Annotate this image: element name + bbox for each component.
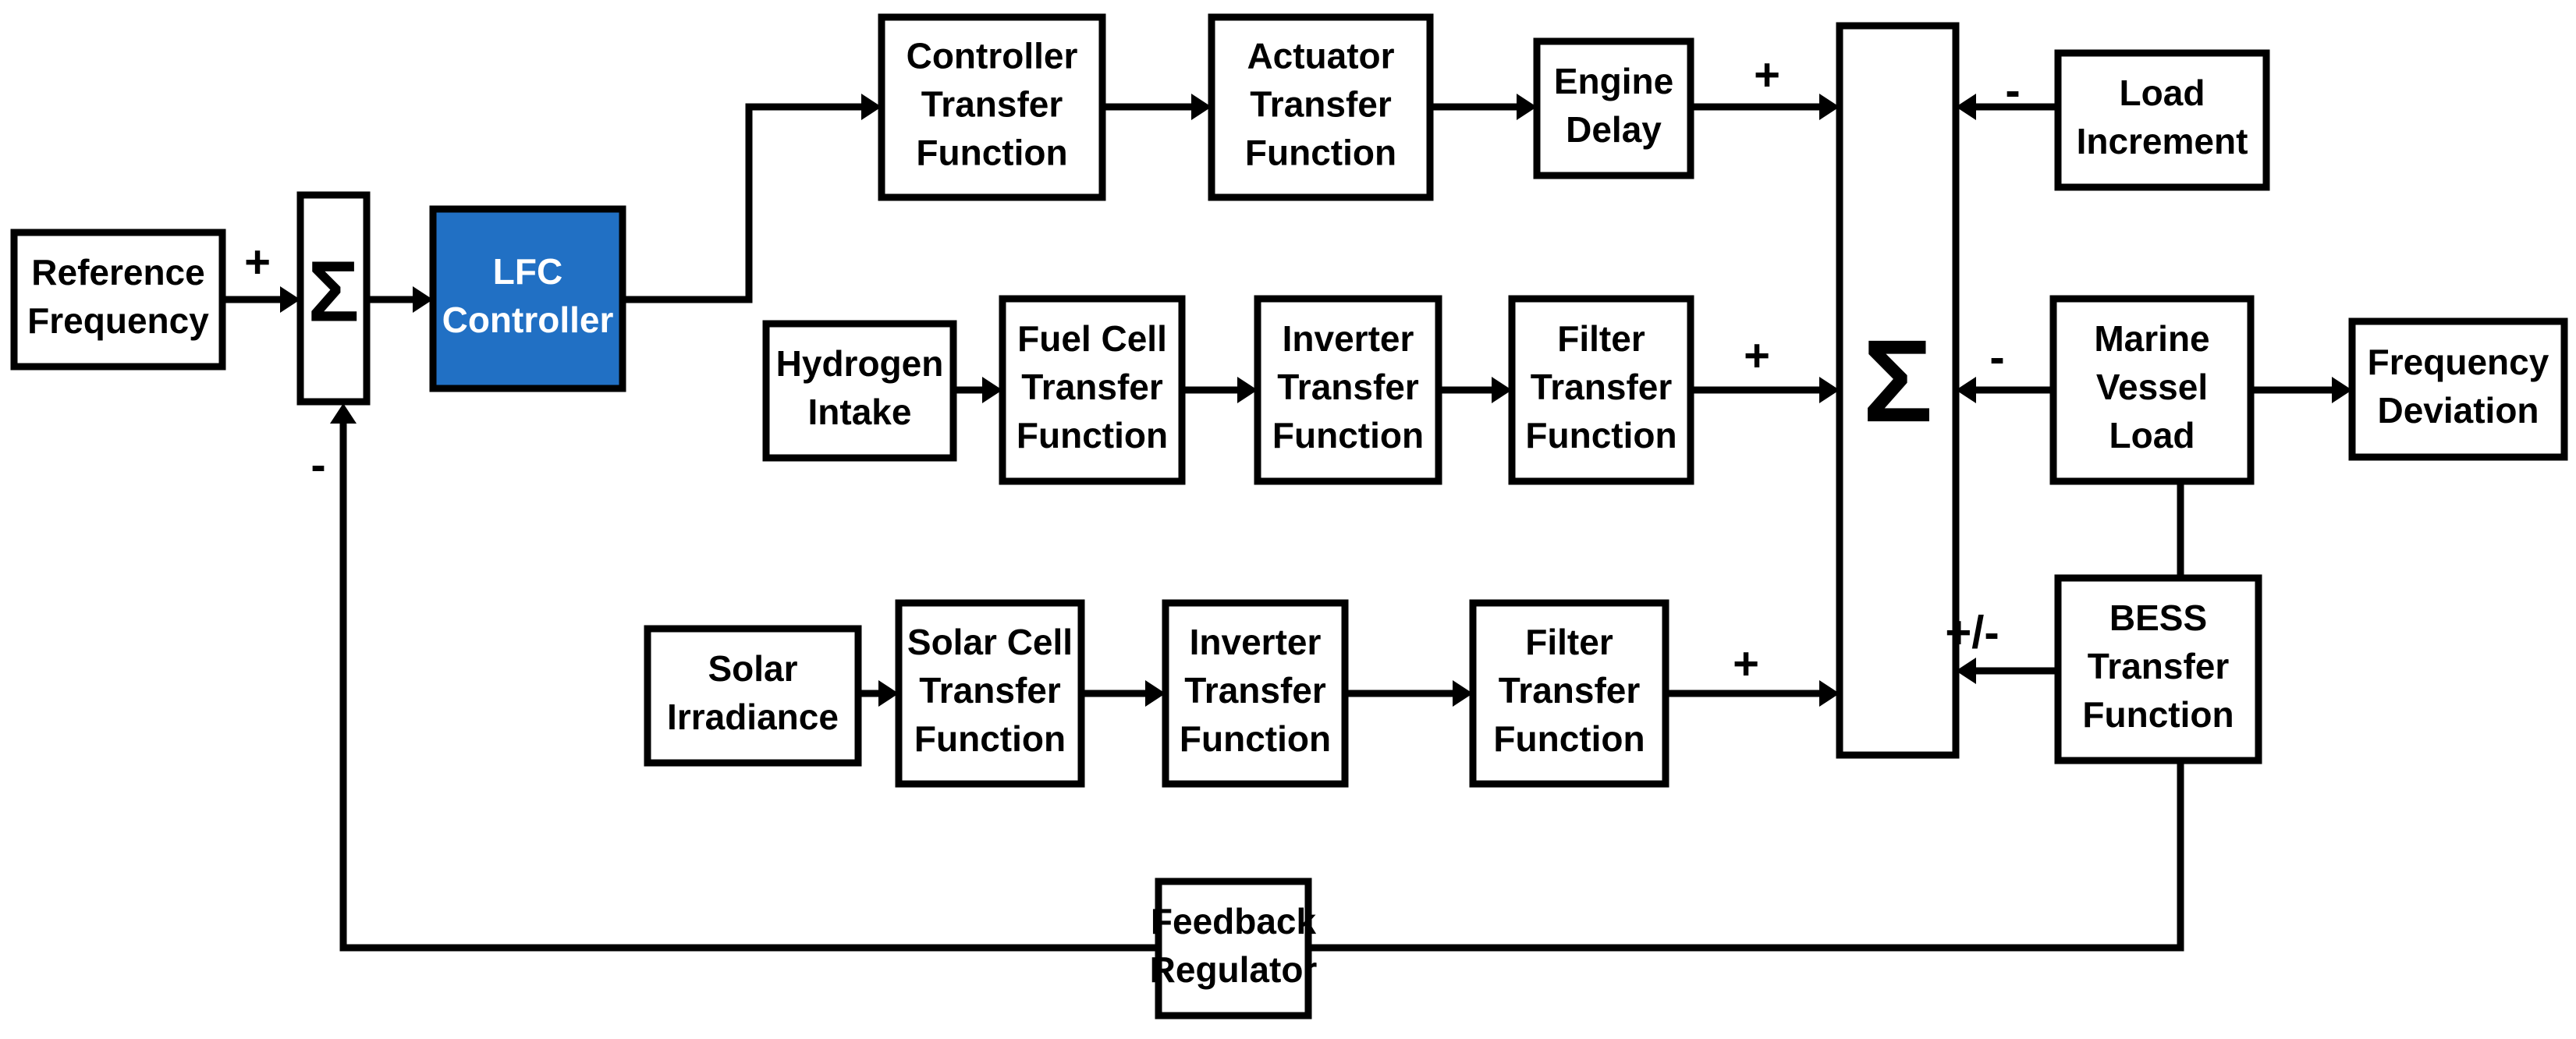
block-left-summer[interactable]: Σ	[296, 191, 371, 406]
block-main-summer[interactable]: Σ	[1836, 22, 1960, 759]
arrowhead-solarcell-to-inverter-bot	[1145, 680, 1166, 707]
arrowhead-fuelcell-to-inverter	[1237, 377, 1258, 403]
sign-bess-plus-minus: +/-	[1945, 607, 1999, 658]
arrowhead-feedback-left-return	[330, 403, 357, 424]
arrowhead-lfc-output-bus	[861, 94, 882, 120]
block-marine-vessel-load-rect	[2049, 295, 2255, 485]
arrowhead-controller-to-actuator	[1191, 94, 1212, 120]
arrowhead-solar-to-solarcell	[878, 680, 899, 707]
block-main-summer-rect	[1836, 22, 1960, 759]
arrowhead-engine-to-main-summer	[1819, 94, 1840, 120]
block-hydrogen-intake-rect	[762, 320, 957, 462]
arrowhead-bess-to-main-summer	[1956, 658, 1976, 684]
block-inverter-transfer-function-bottom-rect	[1162, 599, 1349, 788]
block-solar-irradiance-rect	[644, 625, 862, 767]
block-filter-transfer-function-bottom-rect	[1469, 599, 1669, 788]
block-load-increment-rect	[2054, 49, 2270, 191]
arrowhead-summer-to-lfc	[413, 286, 433, 313]
sign-feedback-minus: -	[310, 439, 325, 490]
wire-feedback-left-return	[339, 417, 1158, 952]
arrowhead-inverter-bot-to-filter-bot	[1453, 680, 1473, 707]
arrowhead-inverter-to-filter-mid	[1492, 377, 1512, 403]
wire-lfc-output-bus	[623, 103, 870, 303]
block-frequency-deviation-rect	[2348, 317, 2568, 461]
arrowhead-filter-mid-to-main-summer	[1819, 377, 1840, 403]
block-controller-transfer-function-rect	[878, 13, 1106, 201]
block-engine-delay-rect	[1533, 37, 1694, 179]
block-left-summer-rect	[296, 191, 371, 406]
sign-bot-plus: +	[1733, 638, 1759, 689]
arrowhead-reference-to-summer	[280, 286, 300, 313]
block-bess-transfer-function-rect	[2054, 574, 2262, 764]
block-reference-frequency-rect	[10, 229, 226, 371]
wires-layer	[222, 94, 2352, 952]
signs-layer: + - + - + - + +/-	[244, 49, 2021, 689]
arrowhead-actuator-to-engine	[1517, 94, 1537, 120]
arrowhead-hydrogen-to-fuelcell	[982, 377, 1002, 403]
sign-mid-plus: +	[1744, 330, 1770, 381]
block-filter-transfer-function-middle-rect	[1508, 295, 1694, 485]
sign-load-minus: -	[2005, 65, 2020, 115]
block-lfc-controller-rect	[429, 205, 626, 392]
block-actuator-transfer-function-rect	[1208, 13, 1434, 201]
sign-reference-plus: +	[244, 236, 271, 287]
sign-top-plus: +	[1754, 49, 1780, 100]
block-inverter-transfer-function-middle-rect	[1254, 295, 1442, 485]
block-feedback-regulator-rect	[1155, 878, 1312, 1019]
sigma-icon-main: Σ	[1862, 315, 1932, 446]
arrowhead-marine-load-to-main-summer	[1956, 377, 1976, 403]
block-solar-cell-transfer-function-rect	[895, 599, 1085, 788]
sign-marine-minus: -	[1989, 332, 2004, 382]
sigma-icon-left: Σ	[307, 244, 359, 340]
arrowhead-filter-bot-to-main-summer	[1819, 680, 1840, 707]
arrowhead-marine-load-to-frequency-deviation	[2332, 377, 2352, 403]
block-fuel-cell-transfer-function-rect	[999, 295, 1186, 485]
arrowhead-load-increment-to-main-summer	[1956, 94, 1976, 120]
